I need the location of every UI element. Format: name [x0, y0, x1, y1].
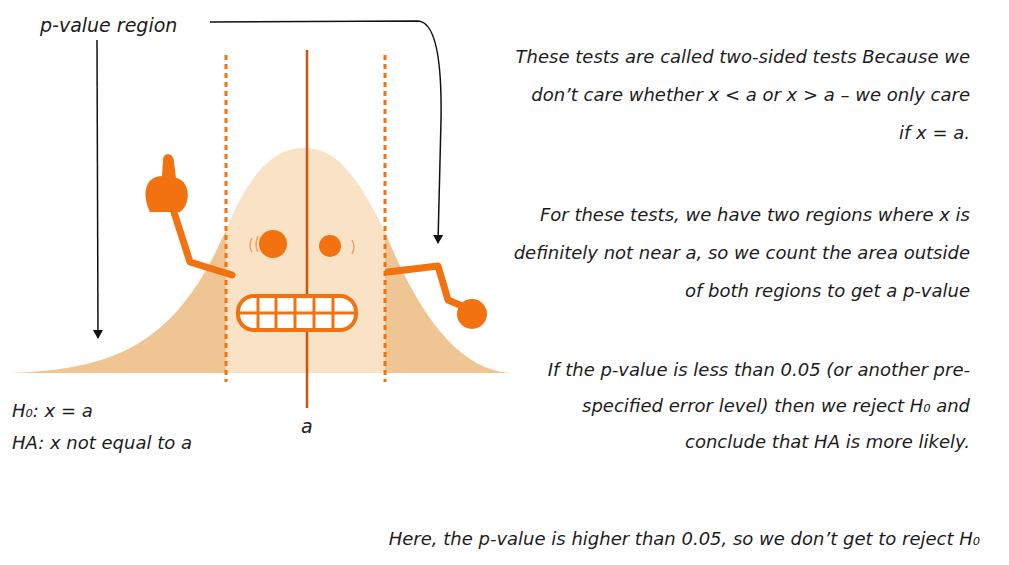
note-paragraph: For these tests, we have two regions whe…: [505, 196, 970, 310]
null-hypothesis: H₀: x = a: [12, 392, 93, 430]
region-label: p-value region: [40, 6, 177, 44]
axis-value: a: [301, 407, 313, 445]
conclusion-note: Here, the p-value is higher than 0.05, s…: [180, 520, 980, 558]
alternative-hypothesis: HA: x not equal to a: [12, 424, 192, 462]
note-paragraph: These tests are called two-sided tests B…: [515, 38, 970, 152]
note-paragraph: If the p-value is less than 0.05 (or ano…: [515, 352, 970, 460]
